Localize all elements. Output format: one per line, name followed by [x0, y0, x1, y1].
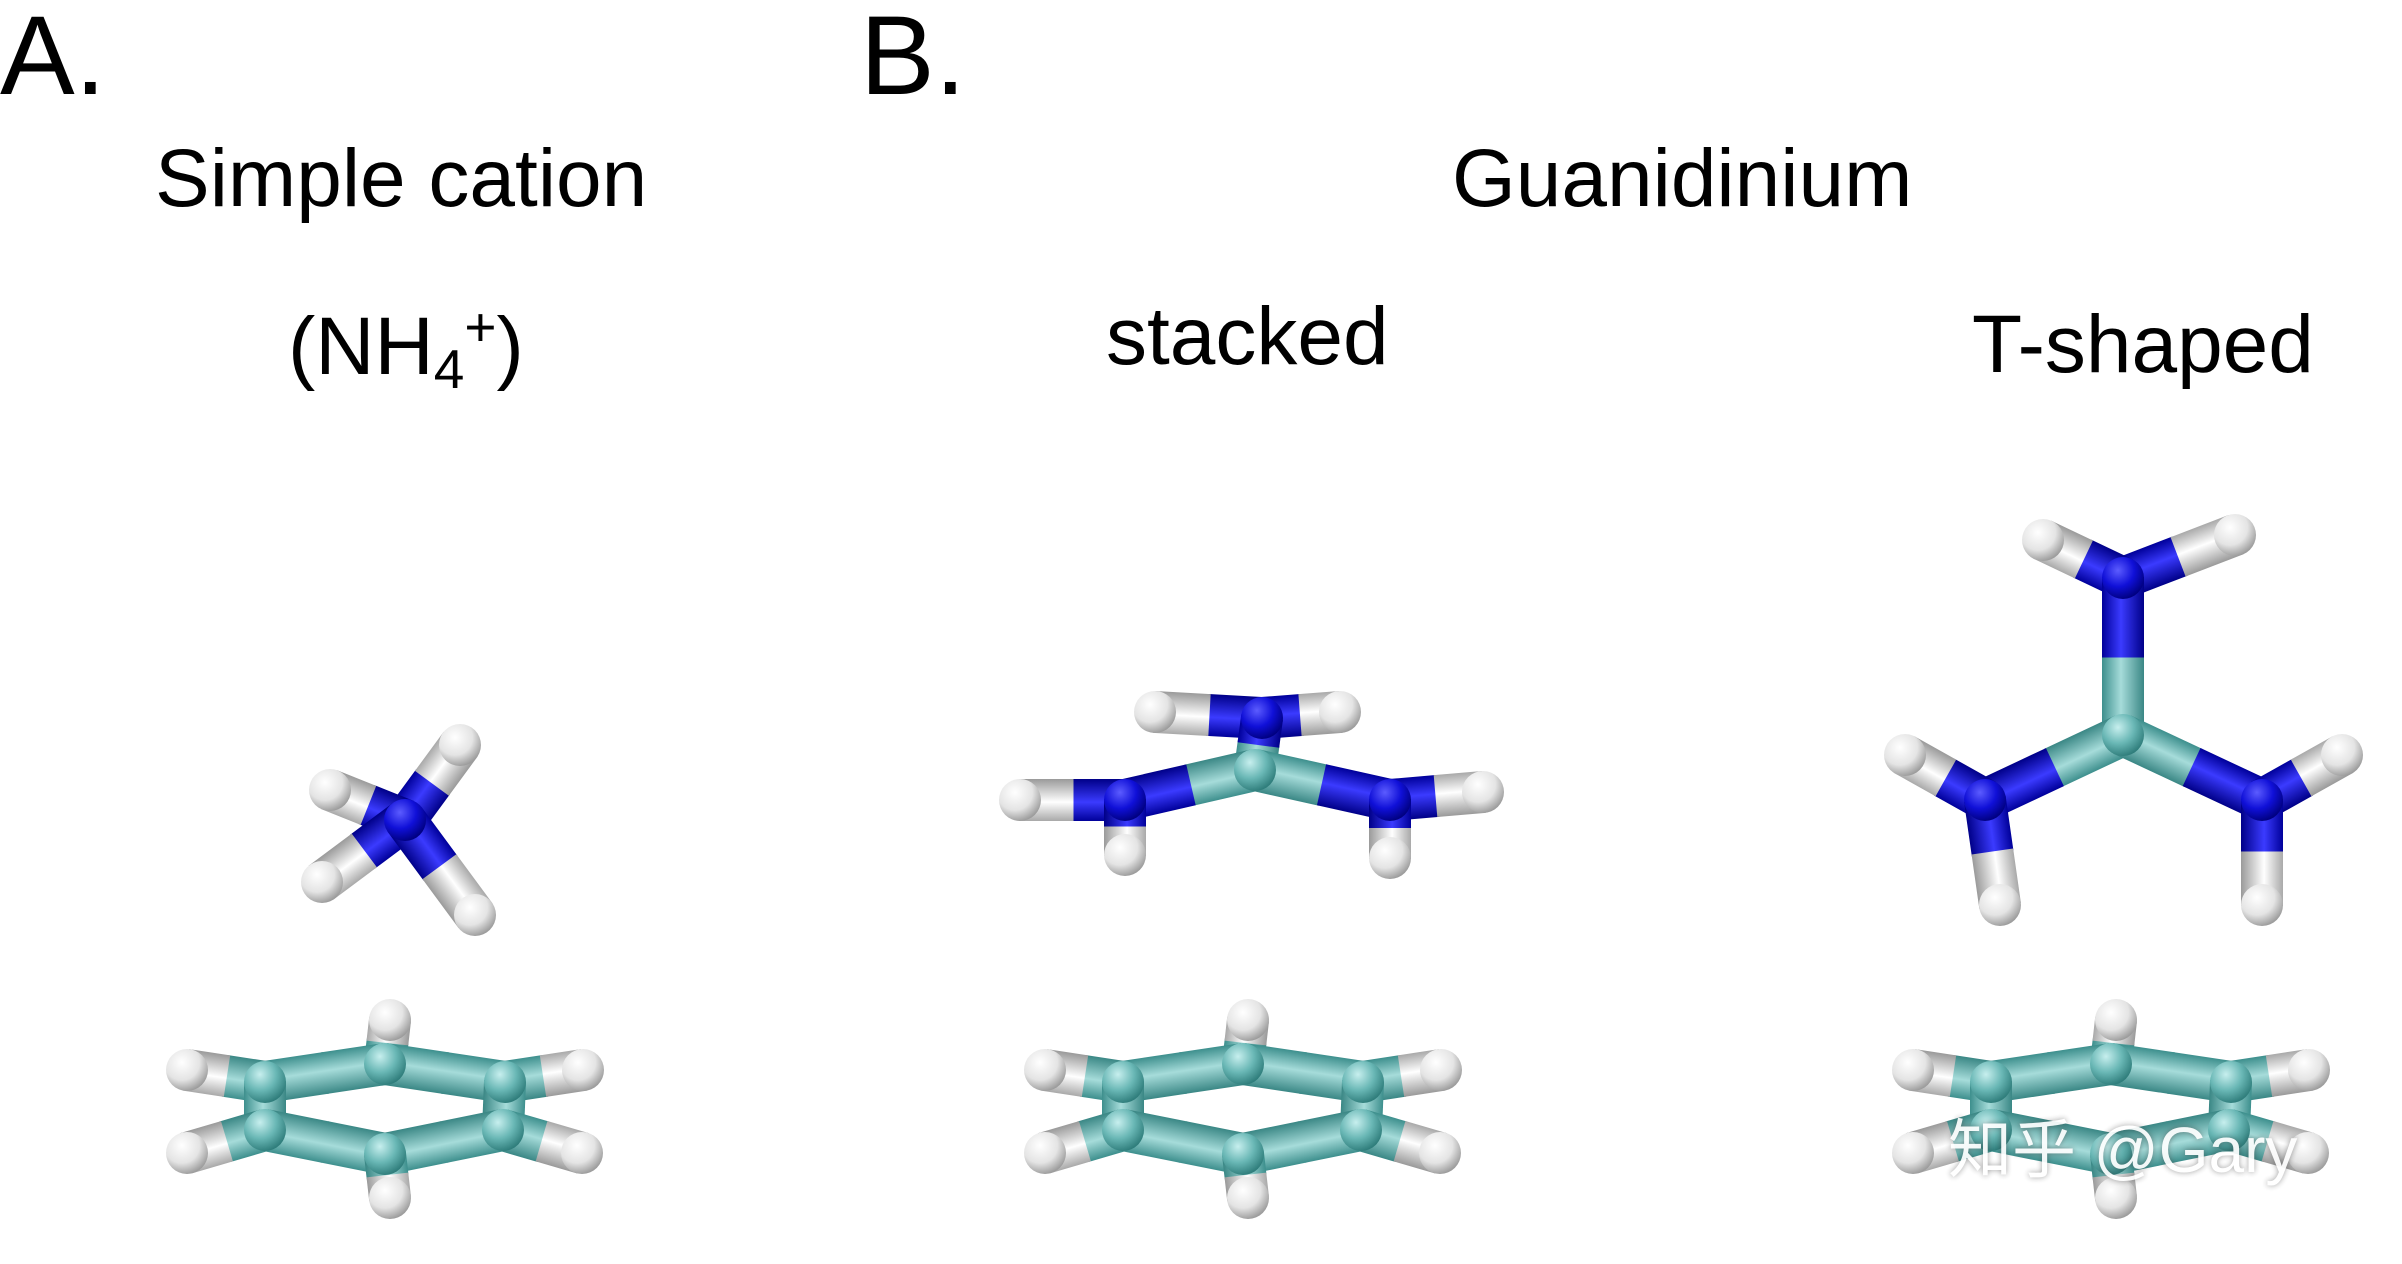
watermark: 知乎 @Gary — [1948, 1114, 2298, 1186]
ammonium-molecule — [301, 724, 496, 936]
terminal-h-atom — [1024, 1132, 1066, 1174]
panel-a-title: Simple cation — [155, 133, 648, 224]
c-atom — [244, 1109, 286, 1151]
n-atom — [384, 799, 426, 841]
t-shaped-label: T-shaped — [1972, 299, 2314, 390]
c-atom — [1342, 1061, 1384, 1103]
formula-open: (NH — [288, 301, 434, 392]
formula-subscript: 4 — [433, 338, 465, 400]
terminal-h-atom — [2287, 1132, 2329, 1174]
c-atom — [1340, 1109, 1382, 1151]
terminal-h-atom — [369, 1177, 411, 1219]
terminal-h-atom — [1420, 1049, 1462, 1091]
n-atom — [2241, 779, 2283, 821]
terminal-h-atom — [1884, 734, 1926, 776]
panel-a-label: A. — [0, 0, 106, 118]
terminal-h-atom — [369, 999, 411, 1041]
formula-superscript: + — [464, 296, 497, 358]
terminal-h-atom — [1892, 1132, 1934, 1174]
terminal-h-atom — [1419, 1132, 1461, 1174]
guanidinium-stacked-molecule — [999, 690, 1504, 879]
terminal-h-atom — [1134, 691, 1176, 733]
c-atom — [1970, 1109, 2012, 1151]
c-atom — [1970, 1061, 2012, 1103]
c-atom — [2102, 714, 2144, 756]
terminal-h-atom — [1104, 834, 1146, 876]
c-atom — [2090, 1133, 2132, 1175]
c-atom — [1102, 1109, 1144, 1151]
terminal-h-atom — [2095, 999, 2137, 1041]
terminal-h-atom — [1979, 884, 2021, 926]
n-atom — [1369, 779, 1411, 821]
c-atom — [1222, 1043, 1264, 1085]
panel-b-title: Guanidinium — [1452, 133, 1913, 224]
stacked-label: stacked — [1106, 291, 1389, 382]
molecule-layer — [166, 514, 2363, 1219]
terminal-h-atom — [439, 724, 481, 766]
c-atom — [482, 1109, 524, 1151]
terminal-h-atom — [1227, 1177, 1269, 1219]
terminal-h-atom — [1024, 1049, 1066, 1091]
n-atom — [1104, 779, 1146, 821]
terminal-h-atom — [1227, 999, 1269, 1041]
terminal-h-atom — [562, 1049, 604, 1091]
benzene-ring-a — [166, 999, 604, 1219]
c-atom — [2208, 1109, 2250, 1151]
n-atom — [1964, 779, 2006, 821]
c-atom — [364, 1043, 406, 1085]
terminal-h-atom — [2321, 734, 2363, 776]
c-atom — [244, 1061, 286, 1103]
c-atom — [1222, 1133, 1264, 1175]
terminal-h-atom — [301, 861, 343, 903]
terminal-h-atom — [1369, 837, 1411, 879]
terminal-h-atom — [2022, 519, 2064, 561]
terminal-h-atom — [561, 1132, 603, 1174]
terminal-h-atom — [166, 1049, 208, 1091]
c-atom — [2210, 1061, 2252, 1103]
terminal-h-atom — [999, 779, 1041, 821]
benzene-ring-b-t-shaped — [1892, 999, 2330, 1219]
terminal-h-atom — [1319, 691, 1361, 733]
formula-close: ) — [496, 301, 524, 392]
terminal-h-atom — [1892, 1049, 1934, 1091]
terminal-h-atom — [309, 769, 351, 811]
n-atom — [1241, 697, 1283, 739]
guanidinium-t-shaped-molecule — [1884, 514, 2363, 926]
bond-C-N — [2102, 577, 2144, 736]
benzene-ring-b-stacked — [1024, 999, 1462, 1219]
terminal-h-atom — [2095, 1177, 2137, 1219]
terminal-h-atom — [2241, 884, 2283, 926]
n-atom — [2102, 557, 2144, 599]
n-half-bond — [2102, 577, 2144, 658]
c-atom — [1102, 1061, 1144, 1103]
c-atom — [364, 1133, 406, 1175]
c-atom — [1234, 749, 1276, 791]
c-half-bond — [2102, 655, 2144, 736]
terminal-h-atom — [454, 894, 496, 936]
terminal-h-atom — [1462, 771, 1504, 813]
terminal-h-atom — [2214, 514, 2256, 556]
panel-b-label: B. — [860, 0, 966, 118]
ammonium-formula: (NH4+) — [288, 300, 524, 397]
c-atom — [484, 1061, 526, 1103]
terminal-h-atom — [166, 1132, 208, 1174]
terminal-h-atom — [2288, 1049, 2330, 1091]
c-atom — [2090, 1043, 2132, 1085]
